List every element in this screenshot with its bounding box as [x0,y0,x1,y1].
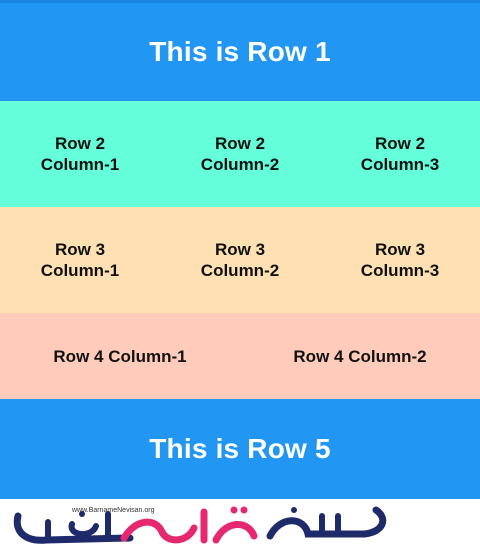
row-3-column-1: Row 3 Column-1 [0,239,160,281]
row-5-title: This is Row 5 [149,433,331,464]
watermark-footer: www.BarnameNevisan.org [0,499,480,550]
row-2-column-1: Row 2 Column-1 [0,133,160,175]
row-3-column-3: Row 3 Column-3 [320,239,480,281]
row-1-title: This is Row 1 [149,36,331,67]
cell-column-label: Column-3 [360,261,440,280]
cell-row-label: Row 3 [214,240,266,259]
cell-column-label: Column-1 [40,155,120,174]
watermark-url-text: www.BarnameNevisan.org [71,507,155,514]
cell-row-label: Row 3 [374,240,426,259]
row-3-column-2: Row 3 Column-2 [160,239,320,281]
row-2: Row 2 Column-1 Row 2 Column-2 Row 2 Colu… [0,101,480,207]
barnamenevisan-logo-icon: www.BarnameNevisan.org [13,506,387,544]
status-strip [0,0,480,3]
row-1: This is Row 1 [0,3,480,101]
cell-row-label: Row 2 [54,134,106,153]
row-4: Row 4 Column-1 Row 4 Column-2 [0,313,480,399]
cell-row-label: Row 3 [54,240,106,259]
cell-label: Row 4 Column-2 [293,346,427,366]
cell-column-label: Column-1 [40,261,120,280]
row-2-column-2: Row 2 Column-2 [160,133,320,175]
row-4-column-1: Row 4 Column-1 [0,346,240,367]
cell-column-label: Column-3 [360,155,440,174]
cell-column-label: Column-2 [200,155,280,174]
row-4-column-2: Row 4 Column-2 [240,346,480,367]
cell-column-label: Column-2 [200,261,280,280]
cell-label: Row 4 Column-1 [53,346,187,366]
cell-row-label: Row 2 [214,134,266,153]
row-3: Row 3 Column-1 Row 3 Column-2 Row 3 Colu… [0,207,480,313]
cell-row-label: Row 2 [374,134,426,153]
row-5: This is Row 5 [0,399,480,499]
row-2-column-3: Row 2 Column-3 [320,133,480,175]
